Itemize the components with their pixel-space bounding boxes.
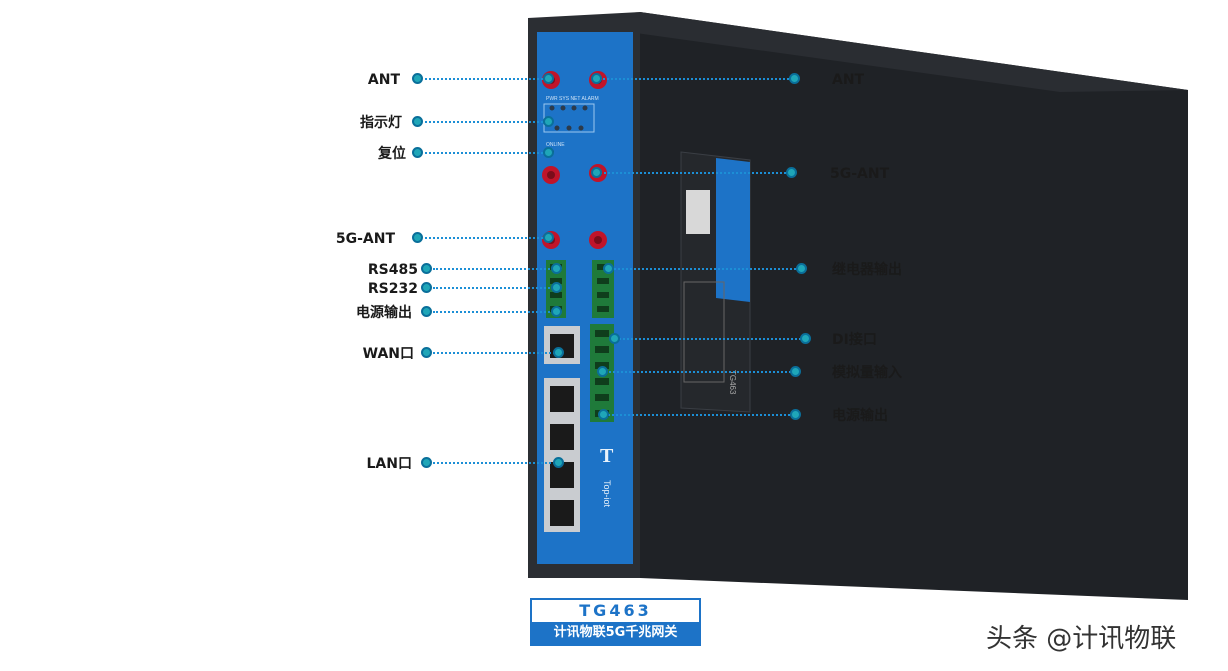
point-ant-left (543, 73, 554, 84)
model-description: 计讯物联5G千兆网关 (532, 622, 699, 644)
dot-ant-left (412, 73, 423, 84)
point-5g-ant-right (591, 167, 602, 178)
online-label: ONLINE (546, 142, 565, 148)
label-rs232: RS232 (367, 281, 418, 297)
dot-relay-out (796, 263, 807, 274)
label-indicator: 指示灯 (360, 115, 402, 131)
leader-rs485 (433, 268, 550, 270)
leader-5g-ant-left (425, 237, 547, 239)
device-top-edge (528, 12, 1188, 92)
label-ant-right: ANT (832, 72, 865, 88)
label-power-out-right: 电源输出 (832, 408, 888, 424)
leader-ant-right (600, 78, 793, 80)
dot-wan (421, 347, 432, 358)
label-5g-ant-right: 5G-ANT (830, 166, 890, 182)
dot-lan (421, 457, 432, 468)
leader-lan (433, 462, 555, 464)
model-name: TG463 (579, 601, 652, 620)
device-side-body (640, 12, 1188, 600)
point-analog-in (597, 366, 608, 377)
model-caption: TG463 计讯物联5G千兆网关 (530, 598, 701, 646)
point-relay-out (603, 263, 614, 274)
leader-indicator (425, 121, 547, 123)
terminal-right-upper (592, 260, 614, 318)
point-wan (553, 347, 564, 358)
dot-ant-right (789, 73, 800, 84)
side-blue-tag (716, 158, 750, 302)
dot-power-out-right (790, 409, 801, 420)
leader-di (612, 338, 804, 340)
panel-logo: T (600, 445, 614, 467)
antenna-5g-4 (589, 231, 607, 249)
label-relay-out: 继电器输出 (832, 262, 902, 278)
dot-5g-ant-left (412, 232, 423, 243)
leader-wan (433, 352, 555, 354)
antenna-5g-1 (542, 166, 560, 184)
label-ant-left: ANT (367, 72, 400, 88)
label-reset: 复位 (378, 146, 406, 162)
point-rs485 (551, 263, 562, 274)
label-lan: LAN口 (366, 456, 412, 472)
dot-di (800, 333, 811, 344)
side-model-label: TG463 (728, 370, 737, 395)
point-5g-ant-left (543, 232, 554, 243)
leader-analog-in (602, 371, 794, 373)
dot-analog-in (790, 366, 801, 377)
label-5g-ant-left: 5G-ANT (335, 231, 395, 247)
dot-rs485 (421, 263, 432, 274)
wan-port (544, 326, 580, 364)
leader-ant-left (425, 78, 547, 80)
lan-ports (544, 378, 580, 532)
point-indicator (543, 116, 554, 127)
leader-5g-ant-right (600, 172, 790, 174)
spec-table (683, 281, 725, 383)
leader-reset (425, 152, 547, 154)
dot-reset (412, 147, 423, 158)
point-ant-right (591, 73, 602, 84)
label-rs485: RS485 (367, 262, 418, 278)
dot-rs232 (421, 282, 432, 293)
panel-brand: Top-iot (602, 480, 612, 508)
point-di (609, 333, 620, 344)
leader-power-out-right (604, 414, 794, 416)
dot-5g-ant-right (786, 167, 797, 178)
led-label-text: PWR SYS NET ALARM (546, 96, 599, 102)
watermark: 头条 @计讯物联 (986, 624, 1177, 654)
dot-power-out-left (421, 306, 432, 317)
leader-power-out-left (433, 311, 550, 313)
leader-relay-out (610, 268, 800, 270)
point-power-out-right (598, 409, 609, 420)
label-di: DI接口 (832, 332, 877, 348)
point-power-out-left (551, 306, 562, 317)
qr-code (686, 190, 710, 234)
point-lan (553, 457, 564, 468)
label-wan: WAN口 (362, 346, 414, 362)
dot-indicator (412, 116, 423, 127)
point-rs232 (551, 282, 562, 293)
leader-rs232 (433, 287, 550, 289)
label-power-out-left: 电源输出 (356, 305, 412, 321)
label-analog-in: 模拟量输入 (832, 365, 902, 381)
point-reset (543, 147, 554, 158)
led-row (549, 105, 588, 131)
